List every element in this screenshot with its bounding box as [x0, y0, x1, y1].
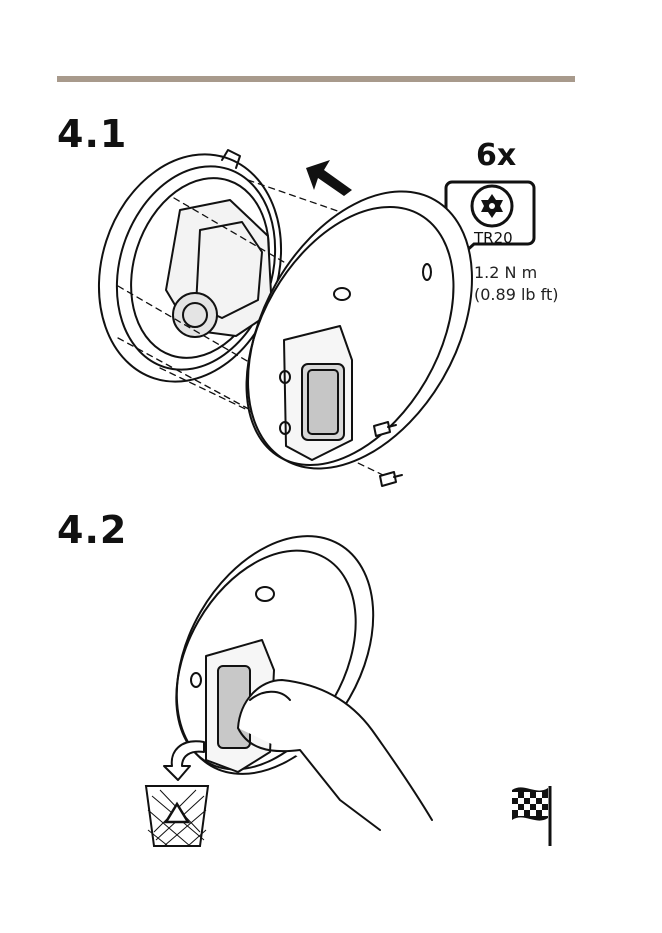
recycle-bin-icon — [146, 786, 208, 846]
direction-arrow-icon — [306, 160, 352, 196]
dome-protective-film-illustration — [137, 501, 432, 830]
checkered-flag-icon — [512, 786, 550, 846]
